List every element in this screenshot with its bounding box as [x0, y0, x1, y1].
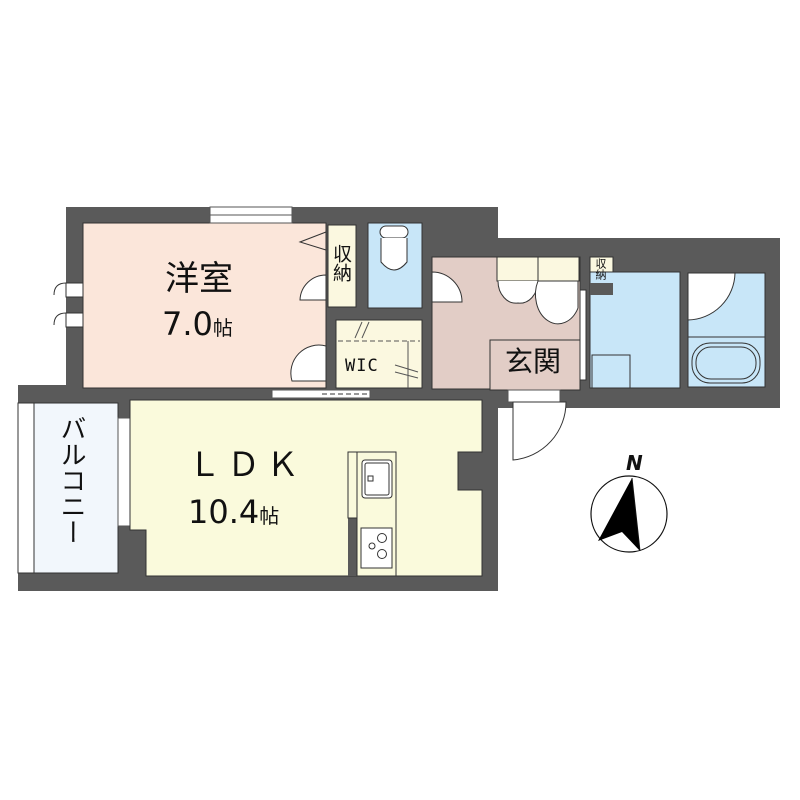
north-arrow-icon [590, 475, 668, 553]
compass-north-label: N [626, 451, 643, 475]
bathroom-door [687, 272, 736, 321]
toilet-door [431, 271, 463, 303]
sink [361, 459, 393, 499]
ldk-area-value: 10.4 [188, 493, 260, 531]
western-room [82, 222, 327, 389]
ldk-area: 10.4帖 [188, 496, 279, 528]
closet-bedroom-label: 収納 [330, 244, 352, 282]
ldk-name: ＬＤＫ [188, 445, 305, 484]
balcony-window [117, 417, 131, 527]
entrance-door [512, 401, 567, 461]
western-room-area: 7.0帖 [162, 308, 233, 340]
washing-machine-pan [591, 354, 631, 389]
bathtub [691, 342, 761, 384]
area-unit: 帖 [212, 316, 233, 340]
stove [360, 527, 393, 569]
ldk-room [129, 399, 483, 577]
wic-door [290, 344, 327, 382]
entrance-label: 玄関 [505, 345, 562, 378]
western-room-name: 洋室 [165, 259, 233, 299]
area-unit: 帖 [259, 504, 280, 528]
walk-in-closet [335, 319, 423, 389]
closet-bedroom [327, 224, 357, 308]
closet-washroom-label: 収納 [594, 258, 607, 280]
balcony-label: バルコニー [56, 415, 86, 545]
window-left [53, 282, 84, 328]
western-room-area-value: 7.0 [162, 305, 213, 343]
wic-label: WIC [345, 356, 379, 376]
closet-door [299, 274, 327, 301]
balcony [33, 402, 119, 574]
